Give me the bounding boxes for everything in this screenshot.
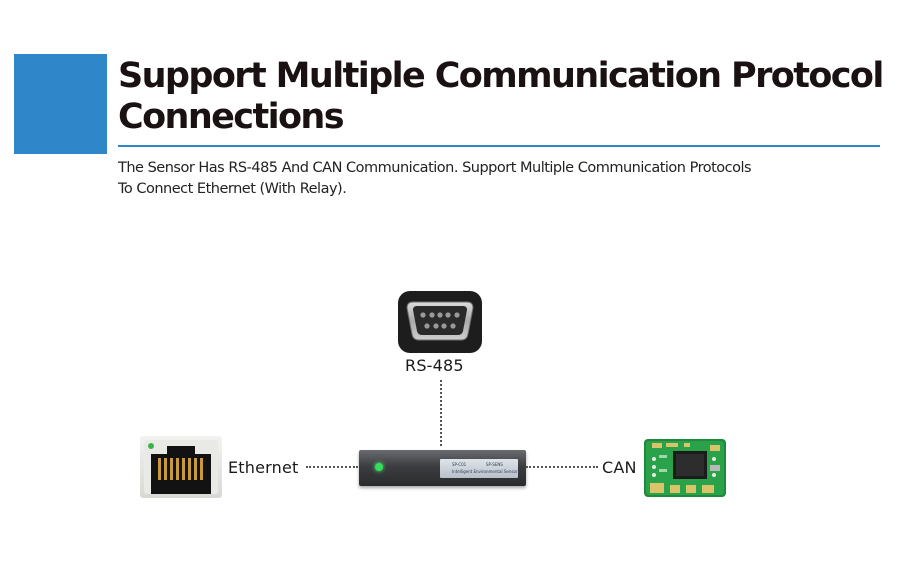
subtitle-line-2: To Connect Ethernet (With Relay). [118,181,347,197]
title-divider [118,145,880,147]
subtitle: The Sensor Has RS-485 And CAN Communicat… [118,158,752,200]
ethernet-label: Ethernet [228,458,299,477]
subtitle-line-1: The Sensor Has RS-485 And CAN Communicat… [118,160,752,176]
ethernet-connector-line [306,466,358,468]
pcb-board-icon [644,439,726,497]
can-connector-line [526,466,598,468]
device-model: SP-C01 [452,462,467,467]
rj45-port-icon [140,436,222,498]
title-line-2: Connections [118,97,345,137]
title-line-1: Support Multiple Communication Protocol [118,56,884,96]
device-nameplate: SP-C01 SP-SENS Intelligent Environmental… [440,459,518,478]
db9-connector-icon [398,291,482,353]
can-label: CAN [602,458,637,477]
power-led [375,463,383,471]
page-title: Support Multiple Communication Protocol … [118,56,884,138]
device-code: SP-SENS [486,462,503,467]
rs485-connector-line [440,380,442,446]
device-name: Intelligent Environmental Sensor [452,469,518,474]
accent-block [14,54,107,154]
sensor-device: SP-C01 SP-SENS Intelligent Environmental… [359,450,526,486]
rs485-label: RS-485 [405,356,464,375]
